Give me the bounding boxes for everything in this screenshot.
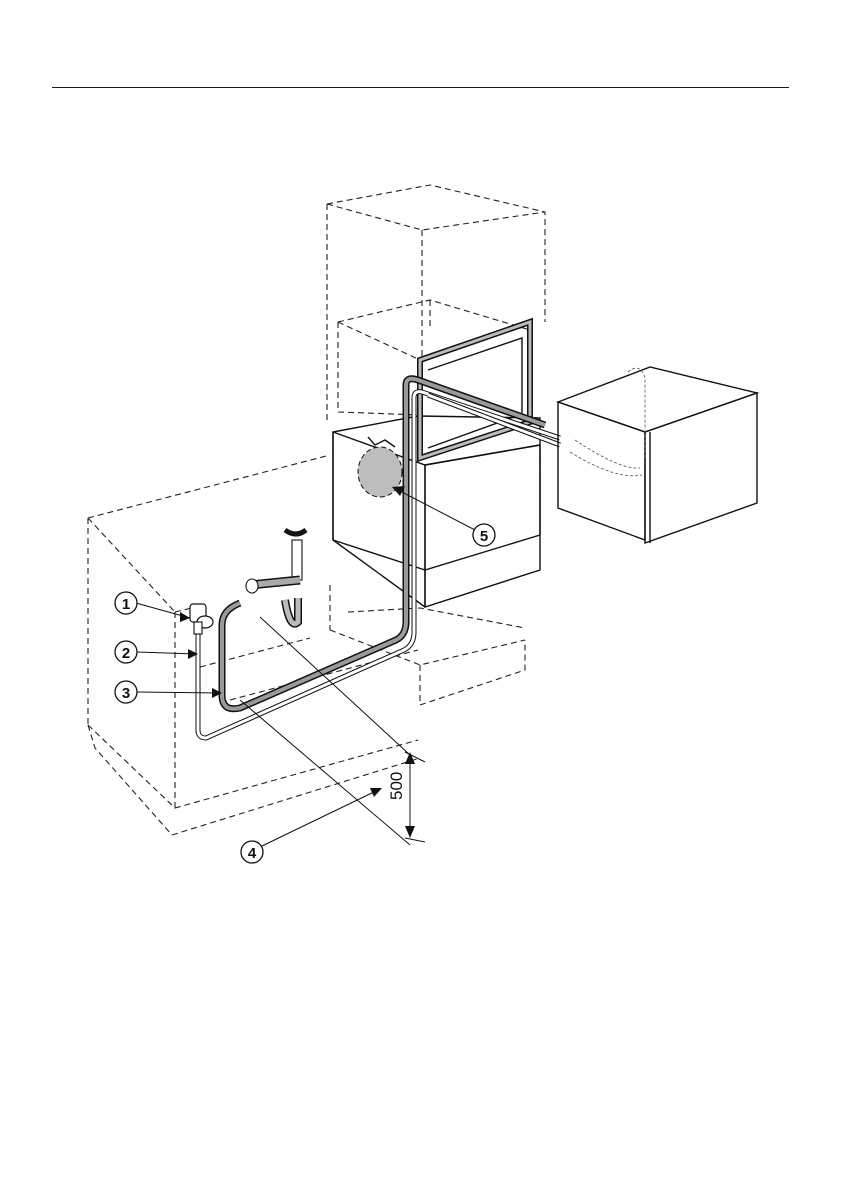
warming-drawer [558, 367, 757, 543]
callout-5-label: 5 [480, 528, 488, 545]
water-tap [190, 604, 213, 634]
callout-1-label: 1 [122, 596, 130, 613]
drain-siphon [246, 530, 306, 624]
callout-4: 4 [241, 788, 382, 863]
base-cabinet-outline [88, 455, 525, 835]
callout-2: 2 [115, 641, 198, 663]
callout-2-label: 2 [122, 645, 130, 662]
callout-4-label: 4 [248, 845, 257, 862]
callout-1: 1 [115, 592, 190, 622]
dimension-label: 500 [387, 772, 406, 800]
callout-3: 3 [115, 681, 222, 703]
callout-3-label: 3 [122, 685, 130, 702]
